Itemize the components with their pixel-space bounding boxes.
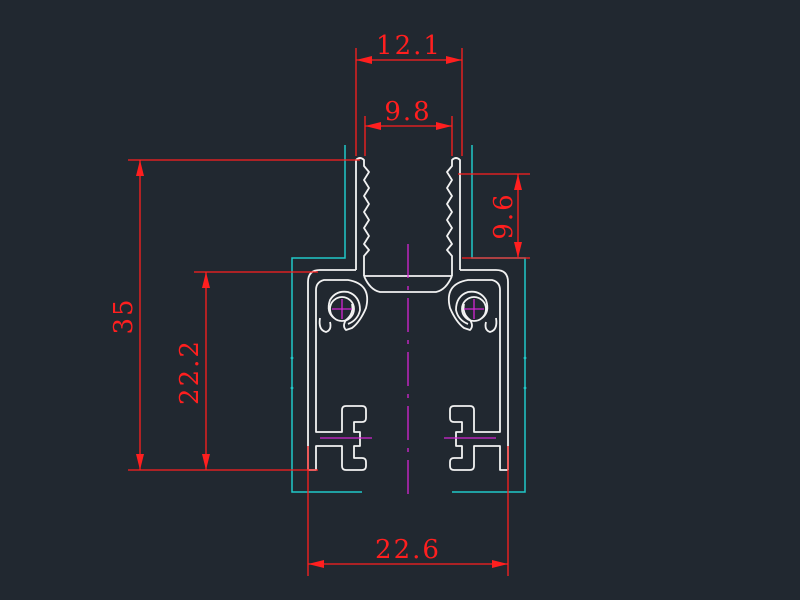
center-notch [363,275,453,293]
dimension-inner-width: 9.8 [364,97,453,156]
dimension-top-width: 12.1 [355,31,463,156]
aluminium-profile [307,157,509,471]
right-screw-boss [455,290,489,325]
dimension-clip-height: 9.6 [458,173,530,259]
dimension-body-height: 22.2 [175,271,318,470]
dimension-base-width: 22.6 [307,446,509,576]
left-t-slot [308,405,367,471]
top-bar [307,269,509,470]
dim-label-inner-width: 9.8 [384,97,431,127]
dim-label-base-width: 22.6 [375,535,441,565]
dim-label-total-height: 35 [109,297,139,334]
dimension-total-height: 35 [109,159,360,471]
centerlines [320,244,496,500]
right-clip-finger [446,157,461,270]
dim-label-top-width: 12.1 [376,31,442,61]
dim-label-clip-height: 9.6 [489,192,519,239]
dim-label-body-height: 22.2 [175,339,205,405]
left-screw-boss [327,290,361,325]
right-t-slot [449,405,508,471]
outline-left [291,145,362,493]
left-clip-finger [355,157,370,270]
